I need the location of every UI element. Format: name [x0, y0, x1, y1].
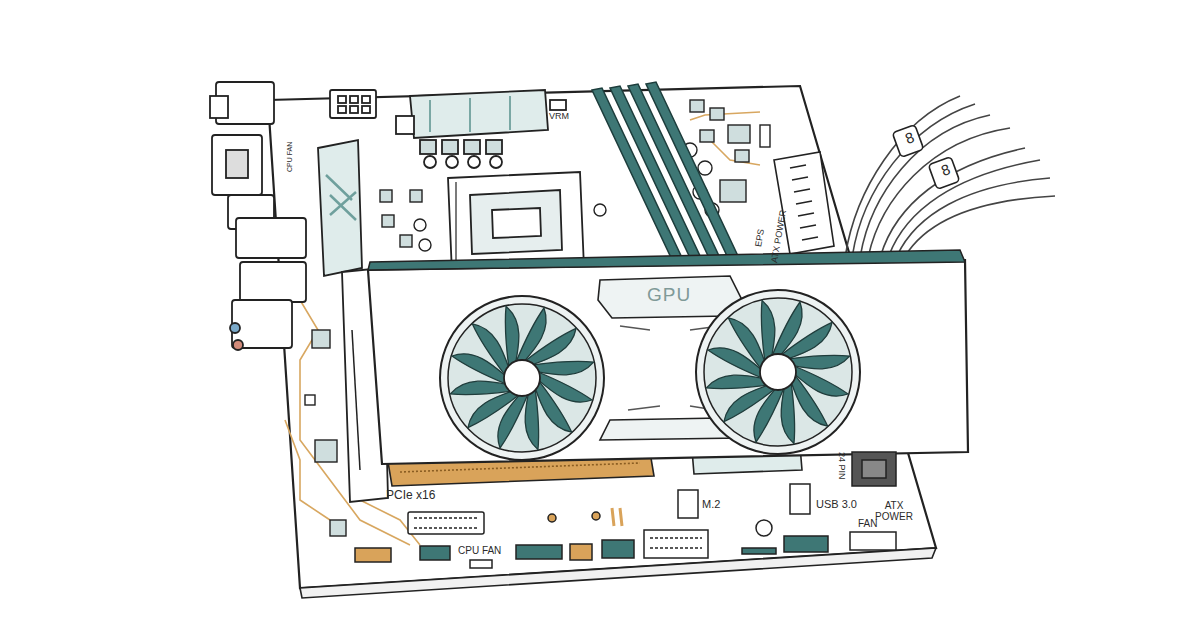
heatsink [318, 140, 362, 276]
connector-label: 24 PIN [836, 452, 846, 480]
header-label: CPU FAN [286, 142, 294, 172]
gpu-label: GPU [647, 284, 691, 306]
part-label: VRM [549, 112, 569, 122]
headers [355, 452, 896, 568]
power-cables [845, 96, 1055, 258]
header-label: CPU FAN [458, 545, 501, 556]
cable-tags [892, 125, 959, 190]
slot-label: M.2 [702, 498, 720, 510]
gpu-card [342, 250, 968, 502]
connector-label: ATX POWER [872, 500, 916, 522]
port-label: USB 3.0 [816, 498, 857, 510]
vrm-heatsink [396, 90, 566, 168]
ram-slots [592, 82, 738, 264]
gpu-shroud-plate: GPU [600, 276, 742, 316]
slot-label: PCIe x16 [386, 489, 435, 502]
header-label: FAN [858, 518, 877, 529]
